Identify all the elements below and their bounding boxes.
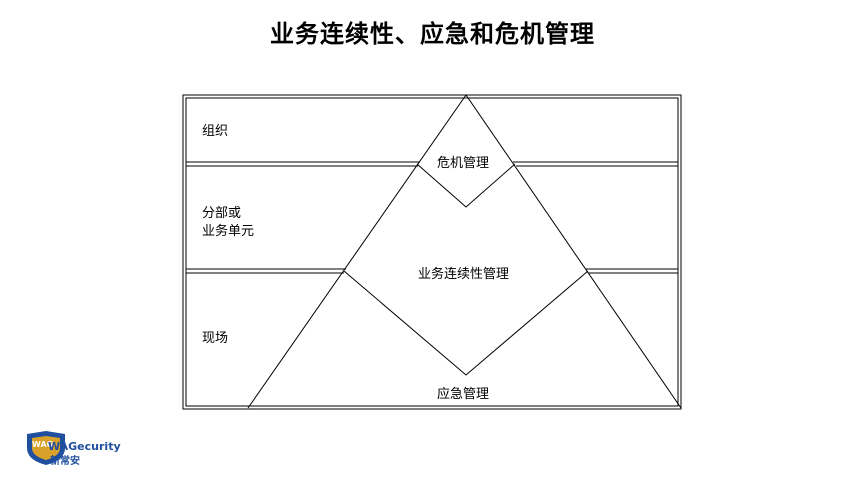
svg-text:WAG: WAG <box>32 440 53 449</box>
zone-label-continuity: 业务连续性管理 <box>418 267 510 282</box>
row-divider-2 <box>186 268 678 274</box>
row-label-division-line2: 业务单元 <box>202 224 255 239</box>
zone-label-crisis: 危机管理 <box>437 156 490 171</box>
logo-text-cn: 新常安 <box>50 456 80 467</box>
row-label-site: 现场 <box>202 331 229 346</box>
outer-frame <box>182 94 682 410</box>
row-divider-1 <box>186 161 678 167</box>
triangle-left-edge <box>247 94 467 409</box>
row-label-organization: 组织 <box>202 124 229 139</box>
company-logo: WAG <box>27 431 65 465</box>
row-label-division-line1: 分部或 <box>202 206 242 221</box>
triangle-right-edge <box>465 94 682 409</box>
page-title: 业务连续性、应急和危机管理 <box>270 20 595 48</box>
crisis-zone-v <box>416 163 516 208</box>
outer-frame-inner <box>185 97 679 407</box>
emergency-zone-v <box>343 270 589 376</box>
zone-label-emergency: 应急管理 <box>437 387 490 402</box>
logo-text: WAGecurity <box>48 440 121 453</box>
